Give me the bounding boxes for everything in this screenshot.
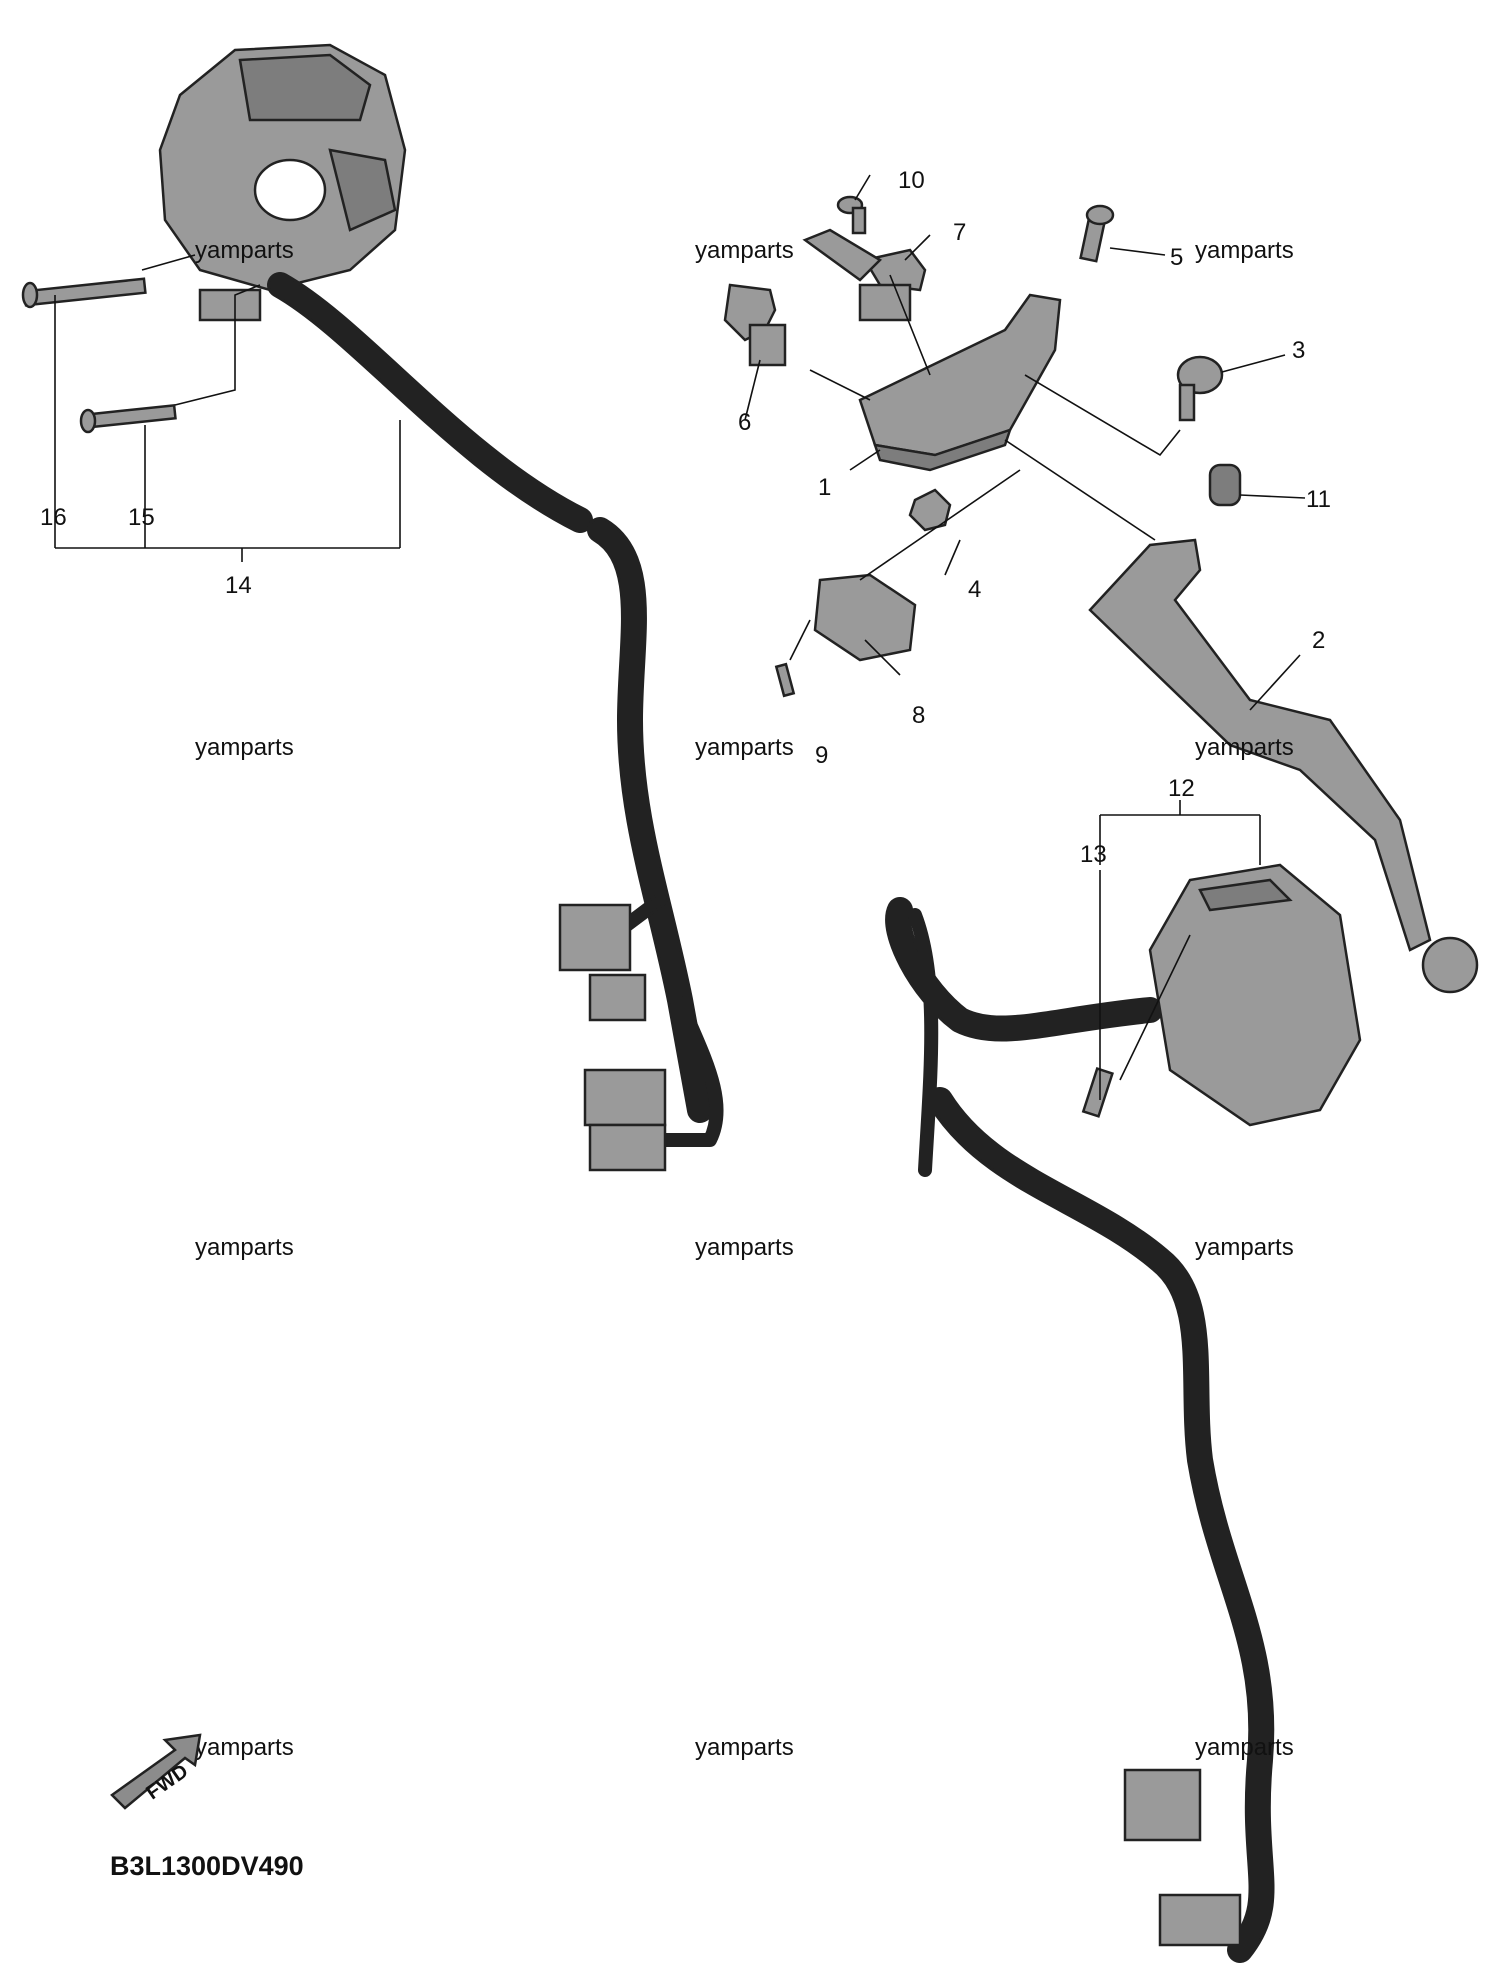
lever-2: [1088, 538, 1479, 994]
diagram-code: B3L1300DV490: [110, 1851, 304, 1881]
callout-numbers: 1 2 3 4 5 6 7 8 9 10 11 12 13 14 15 16: [40, 167, 1331, 868]
callout-10: 10: [898, 167, 925, 194]
screw-9: [774, 662, 796, 698]
clamp-7: [802, 228, 927, 322]
watermark: yamparts: [695, 1734, 794, 1761]
watermark: yamparts: [195, 1234, 294, 1261]
watermark: yamparts: [1195, 237, 1294, 264]
callout-9: 9: [815, 742, 828, 769]
nut-11: [1208, 463, 1242, 507]
watermark: yamparts: [195, 237, 294, 264]
watermark: yamparts: [1195, 1234, 1294, 1261]
bolt-10: [836, 195, 867, 235]
watermark: yamparts: [1195, 734, 1294, 761]
callout-14: 14: [225, 572, 252, 599]
callout-15: 15: [128, 504, 155, 531]
watermarks: yamparts yamparts yamparts yamparts yamp…: [195, 237, 1294, 1761]
watermark: yamparts: [695, 734, 794, 761]
left-switch-cable: [267, 272, 724, 1147]
right-handlebar-switch: [1148, 863, 1362, 1127]
callout-8: 8: [912, 702, 925, 729]
leader-lines: [54, 174, 1306, 1100]
watermark: yamparts: [695, 237, 794, 264]
switch-8: [813, 573, 917, 662]
callout-2: 2: [1312, 627, 1325, 654]
bolt-5: [1079, 204, 1115, 263]
left-handlebar-switch: [158, 43, 407, 322]
watermark: yamparts: [195, 1734, 294, 1761]
callout-6: 6: [738, 409, 751, 436]
callout-7: 7: [953, 219, 966, 246]
adjuster-6: [723, 283, 787, 367]
right-cable: [885, 897, 1275, 1963]
nut-4: [908, 488, 952, 532]
callout-4: 4: [968, 576, 981, 603]
watermark: yamparts: [695, 1234, 794, 1261]
watermark: yamparts: [1195, 1734, 1294, 1761]
callout-1: 1: [818, 474, 831, 501]
right-cable-connectors: [1123, 1768, 1242, 1947]
callout-5: 5: [1170, 244, 1183, 271]
left-cable-connectors: [558, 903, 667, 1172]
screw-16: [21, 277, 147, 309]
callout-3: 3: [1292, 337, 1305, 364]
lever-holder-1: [858, 293, 1062, 472]
watermark: yamparts: [195, 734, 294, 761]
fwd-arrow: FWD: [110, 1733, 202, 1810]
callout-12: 12: [1168, 775, 1195, 802]
callout-11: 11: [1306, 486, 1331, 513]
bolt-3: [1176, 355, 1224, 422]
callout-16: 16: [40, 504, 67, 531]
screw-13: [1081, 1067, 1114, 1118]
callout-13: 13: [1080, 841, 1107, 868]
screw-15: [79, 403, 177, 434]
